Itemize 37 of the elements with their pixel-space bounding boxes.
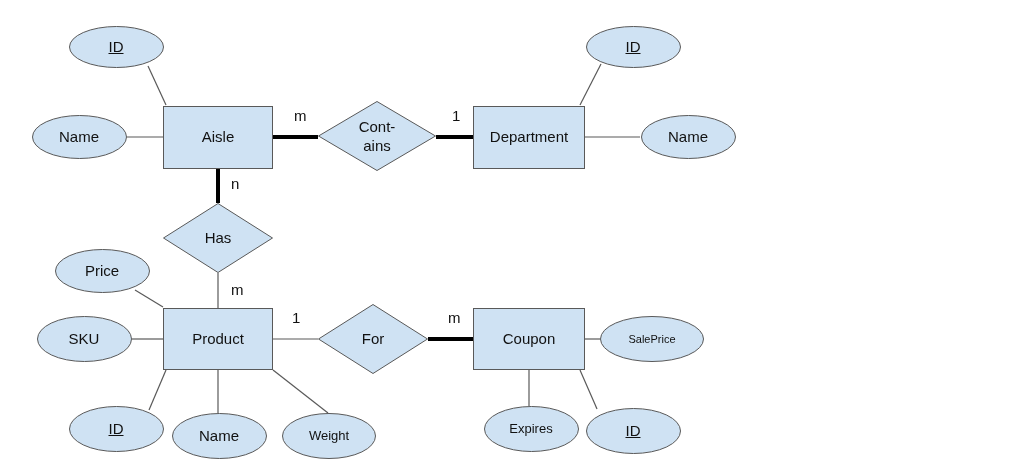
entity-name: Product: [192, 329, 244, 349]
connector-line: [579, 369, 598, 410]
relationship-name: Cont- ains: [357, 116, 397, 156]
connector-line: [131, 338, 164, 340]
connector-line: [273, 135, 318, 139]
relationship-name: Has: [204, 228, 232, 248]
entity-name: Department: [489, 127, 569, 147]
connector-line: [584, 136, 641, 138]
connector-line: [147, 65, 167, 106]
attribute-name: Name: [59, 127, 99, 147]
attribute-name: Price: [84, 261, 120, 281]
attribute-name: Name: [199, 426, 239, 446]
connector-line: [579, 63, 602, 106]
attribute-name: ID: [108, 37, 124, 57]
attribute-name: ID: [108, 419, 124, 439]
attribute-name: SalePrice: [628, 331, 676, 347]
attribute-name: ID: [625, 37, 641, 57]
connector-line: [428, 337, 473, 341]
entity-name: Aisle: [201, 127, 235, 147]
attribute-name: ID: [625, 421, 641, 441]
entity-name: Coupon: [502, 329, 556, 349]
attribute-name: Name: [668, 127, 708, 147]
connector-line: [148, 369, 167, 411]
connector-line: [217, 369, 219, 414]
attribute-name: Expires: [509, 420, 553, 438]
connector-line: [528, 369, 530, 407]
connector-line: [217, 272, 219, 309]
connector-line: [436, 135, 473, 139]
connector-line: [126, 136, 164, 138]
connector-line: [272, 338, 319, 340]
connector-line: [216, 168, 220, 203]
attribute-name: SKU: [68, 329, 100, 349]
relationship-name: For: [361, 329, 385, 349]
attribute-name: Weight: [308, 427, 350, 445]
connector-line: [272, 369, 329, 414]
connector-line: [134, 289, 164, 308]
connector-line: [584, 338, 601, 340]
